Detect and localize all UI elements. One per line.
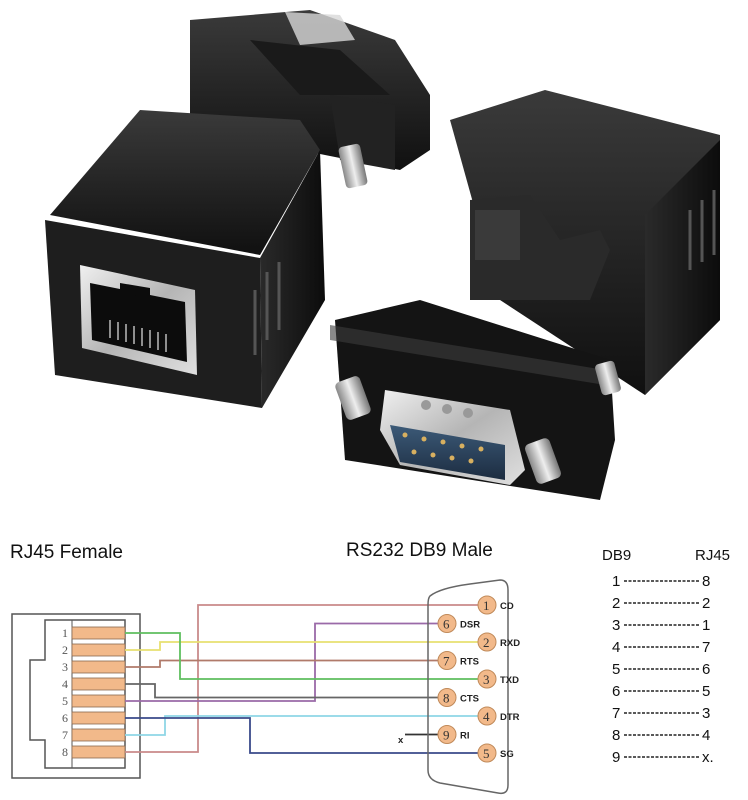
rj45-pin-1	[71, 626, 126, 640]
table-cell-db9: 8	[612, 727, 620, 744]
product-photo	[45, 10, 720, 500]
rj45-pin-5	[71, 694, 126, 708]
table-cell-db9: 2	[612, 595, 620, 612]
rj45-pin-label: 5	[62, 694, 68, 708]
rj45-title: RJ45 Female	[10, 542, 123, 563]
table-cell-db9: 7	[612, 705, 620, 722]
db9-signal-txd: TXD	[500, 675, 519, 686]
rj45-pin-label: 2	[62, 643, 68, 657]
wire-cts	[125, 683, 438, 699]
db9-shell-schematic	[427, 579, 509, 795]
table-header-rj45: RJ45	[695, 547, 730, 564]
wire-dtr	[125, 715, 478, 736]
db9-pin-number: 7	[443, 654, 450, 669]
db9-signal-sg: SG	[500, 749, 514, 760]
table-cell-rj45: 2	[702, 595, 710, 612]
rj45-jack	[80, 265, 197, 375]
db9-pin-number: 9	[443, 728, 450, 743]
db9-pin-number: 3	[483, 672, 490, 687]
db9-signal-ri: RI	[460, 731, 470, 742]
table-cell-rj45: 7	[702, 639, 710, 656]
table-cell-db9: 5	[612, 661, 620, 678]
db9-pin-5	[477, 743, 497, 763]
rj45-pin-7	[71, 728, 126, 742]
db9-pin-number: 6	[443, 617, 450, 632]
rj45-pin-label: 8	[62, 745, 68, 759]
rj45-pin-3	[71, 660, 126, 674]
rj45-pin-label: 4	[62, 677, 68, 691]
table-cell-db9: 4	[612, 639, 620, 656]
table-cell-rj45: 6	[702, 661, 710, 678]
wire-sg	[125, 717, 478, 754]
table-cell-rj45: 4	[702, 727, 710, 744]
table-cell-rj45: 8	[702, 573, 710, 590]
rj45-pin-label: 1	[62, 626, 68, 640]
db9-pin-6	[437, 614, 457, 633]
wire-rts	[125, 659, 438, 668]
rj45-pin-label: 7	[62, 728, 68, 742]
table-cell-db9: 9	[612, 749, 620, 766]
rj45-pin-2	[71, 643, 126, 657]
table-cell-rj45: 3	[702, 705, 710, 722]
rj45-pin-6	[71, 711, 126, 725]
db9-pin-9	[437, 725, 457, 744]
table-header-db9: DB9	[602, 547, 631, 564]
db9-pin-7	[437, 651, 457, 670]
table-cell-rj45: x.	[702, 749, 714, 766]
table-cell-db9: 6	[612, 683, 620, 700]
table-cell-db9: 1	[612, 573, 620, 590]
db9-signal-rts: RTS	[460, 657, 479, 668]
db9-adapter	[330, 90, 720, 500]
rj45-pin-label: 6	[62, 711, 68, 725]
db9-pin-8	[437, 688, 457, 707]
db9-pin-1	[477, 595, 497, 615]
db9-signal-dtr: DTR	[500, 712, 520, 723]
db9-pin-number: 1	[483, 598, 490, 613]
db9-title: RS232 DB9 Male	[346, 540, 493, 561]
rj45-pin-4	[71, 677, 126, 691]
wire-txd	[125, 632, 478, 680]
db9-pins	[402, 432, 484, 464]
rj45-pin-8	[71, 745, 126, 759]
wire-rxd	[125, 641, 478, 651]
db9-pin-4	[477, 706, 497, 726]
db9-pin-number: 2	[483, 635, 490, 650]
rj45-adapter	[45, 10, 430, 408]
db9-pin-2	[477, 632, 497, 652]
table-cell-rj45: 5	[702, 683, 710, 700]
db9-pin-3	[477, 669, 497, 689]
db9-signal-rxd: RXD	[500, 638, 520, 649]
db9-signal-cts: CTS	[460, 694, 479, 705]
rj45-pin-label: 3	[62, 660, 68, 674]
ri-unconnected-mark: x	[398, 735, 404, 746]
db9-pin-number: 4	[483, 709, 490, 724]
wire-dsr	[125, 622, 438, 702]
db9-pin-number: 8	[443, 691, 450, 706]
db9-pin-number: 5	[483, 746, 490, 761]
pin-mapping-table: DB9 RJ45 1 8 2 2 3 1 4 7 5 6 6 5 7 3 8 4 9 x.	[602, 547, 730, 766]
table-cell-db9: 3	[612, 617, 620, 634]
wires	[125, 604, 478, 754]
table-cell-rj45: 1	[702, 617, 710, 634]
rj45-jack-schematic: 1 2 3 4 5 6 7 8	[11, 613, 141, 779]
db9-signal-dsr: DSR	[460, 620, 480, 631]
db9-signal-cd: CD	[500, 601, 514, 612]
